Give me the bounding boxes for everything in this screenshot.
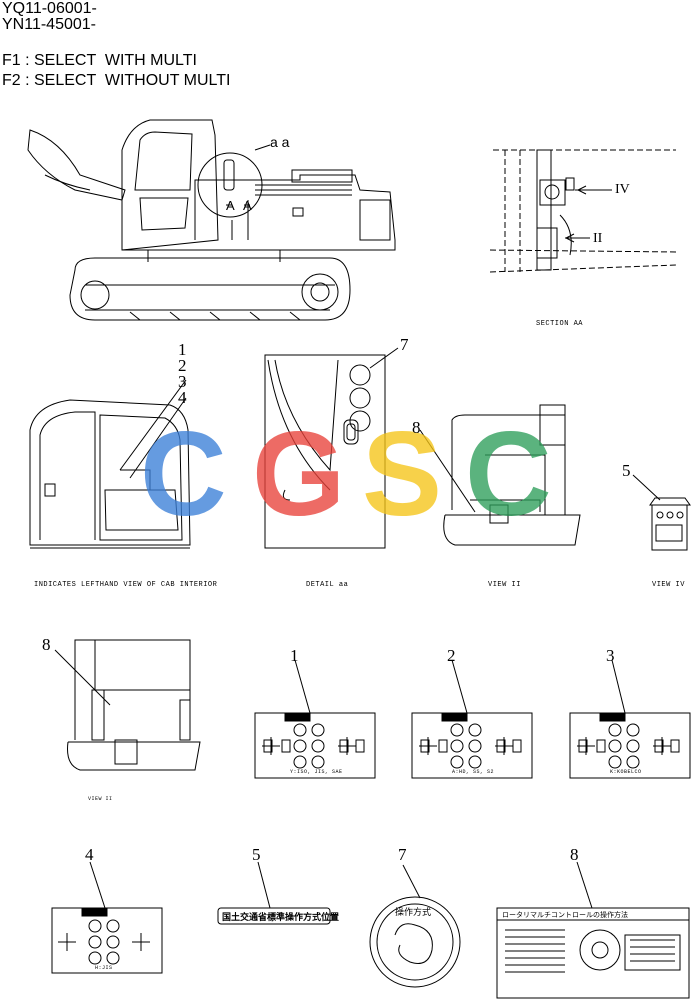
f2-label: F2 : SELECT WITHOUT MULTI xyxy=(2,72,231,89)
decal-2-caption: A:HD, SS, S2 xyxy=(452,769,495,775)
decal-8-drawing xyxy=(496,861,690,999)
label-section-aa: SECTION AA xyxy=(536,320,584,328)
decal-3-drawing xyxy=(569,659,691,779)
part-number-cab-1: 1 xyxy=(178,340,187,359)
part-number-view4-5: 5 xyxy=(622,461,631,480)
excavator-side-view xyxy=(27,119,396,321)
decal-5-drawing xyxy=(217,861,331,925)
label-cab-interior: INDICATES LEFTHAND VIEW OF CAB INTERIOR xyxy=(34,581,218,589)
view-ii-drawing xyxy=(419,404,581,546)
decal-3-caption: K:KOBELCO xyxy=(610,769,642,775)
callout-roman-iv: IV xyxy=(615,182,630,197)
callout-aa: a a xyxy=(270,134,290,150)
decal-8-title: ロータリマルチコントロールの操作方法 xyxy=(502,911,628,919)
f1-label: F1 : SELECT WITH MULTI xyxy=(2,52,197,69)
part-number-decal-5: 5 xyxy=(252,845,261,864)
decal-2-drawing xyxy=(411,659,533,779)
watermark-letter-c-blue: C xyxy=(140,407,227,541)
label-view-ii: VIEW II xyxy=(488,581,521,589)
part-number-decal-3: 3 xyxy=(606,646,615,665)
decal-7-drawing xyxy=(369,864,461,988)
decal-1-caption: Y:ISO, JIS, SAE xyxy=(290,769,343,775)
decal-4-drawing xyxy=(51,861,163,974)
decal-5-text: 国土交通省標準操作方式位置 xyxy=(222,913,340,923)
cab-interior-drawing xyxy=(29,379,191,549)
part-number-decal-2: 2 xyxy=(447,646,456,665)
label-view-ii-small: VIEW II xyxy=(88,796,113,802)
part-number-decal-4: 4 xyxy=(85,845,94,864)
detail-aa-drawing xyxy=(264,347,399,549)
label-view-iv: VIEW IV xyxy=(652,581,685,589)
decal-7-text: 操作方式 xyxy=(395,908,432,918)
serial-number-2: YN11-45001- xyxy=(2,16,96,33)
part-number-cab-3: 3 xyxy=(178,372,187,391)
decal-1-drawing xyxy=(254,659,376,779)
part-number-decal-7: 7 xyxy=(398,845,407,864)
view-iv-drawing xyxy=(632,474,691,551)
watermark-letter-c-green: C xyxy=(465,407,552,541)
part-number-cab-2: 2 xyxy=(178,356,187,375)
decal-4-caption: H:JIS xyxy=(95,965,113,971)
watermark-letter-g-red: G xyxy=(252,407,346,541)
label-detail-aa: DETAIL aa xyxy=(306,581,349,589)
part-number-decal-1: 1 xyxy=(290,646,299,665)
callout-a-left: A xyxy=(226,198,235,213)
part-number-detail-7: 7 xyxy=(400,335,409,354)
callout-a-right: A xyxy=(243,198,252,213)
part-number-lower-8: 8 xyxy=(42,635,51,654)
section-aa-drawing xyxy=(489,149,677,273)
serial-number-1: YQ11-06001- xyxy=(2,0,97,17)
part-number-decal-8: 8 xyxy=(570,845,579,864)
part-number-view2-8: 8 xyxy=(412,418,421,437)
watermark-letter-s-yellow: S xyxy=(362,407,443,541)
part-number-cab-4: 4 xyxy=(178,388,187,407)
lower-view-ii-drawing xyxy=(54,639,201,771)
callout-roman-ii: II xyxy=(593,231,603,246)
